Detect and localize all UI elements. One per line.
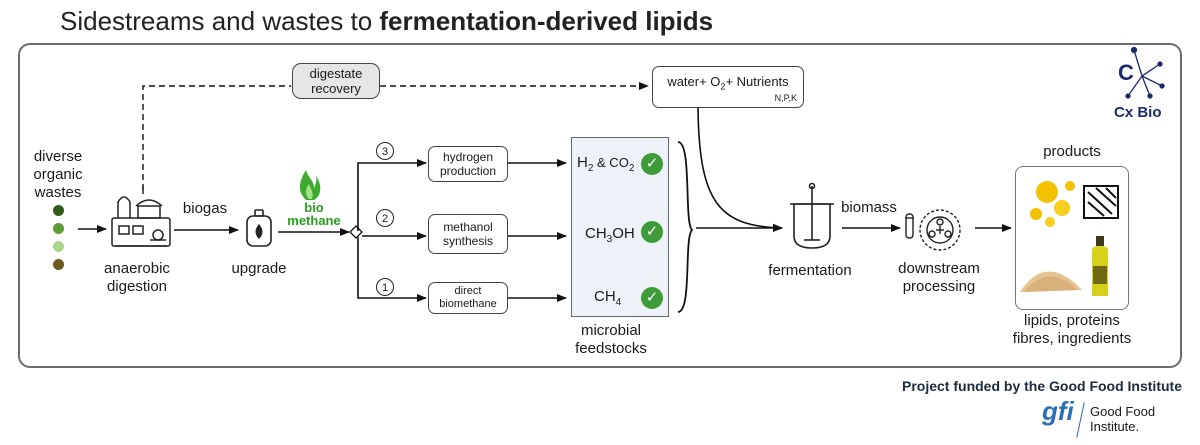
splitter-diamond [349,225,363,239]
gfi-logo-mark: gfi [1042,396,1074,426]
fibres-icon [1083,185,1119,219]
nutrients-plus-text: + Nutrients [725,74,789,89]
route-number-2: 2 [376,209,394,227]
page-title: Sidestreams and wastes to fermentation-d… [60,6,714,36]
arrow-nutrients [697,101,783,232]
direct-biomethane-box: direct biomethane [428,282,508,314]
gfi-name: Good Food Institute. [1090,404,1156,434]
protein-powder-icon [1020,271,1082,292]
cx-logo-mark: C [1118,60,1134,85]
digestion-label: anaerobic digestion [104,260,170,295]
funding-text: Project funded by the Good Food Institut… [902,378,1182,394]
methanol-synthesis-box: methanol synthesis [428,214,508,254]
biomethane-label: bio methane [282,201,346,227]
branch-3 [357,159,427,231]
dashed-digestate-line [142,85,291,190]
lipid-droplets-icon [1030,181,1075,227]
products-title: products [1043,143,1101,160]
npk-label: N,P,K [774,92,797,103]
check-icon: ✓ [641,153,663,175]
wastes-label: diverse organic wastes [33,148,83,201]
diagram-frame [18,43,1182,368]
products-caption: lipids, proteins fibres, ingredients [1012,312,1132,347]
feedstock-h2-co2: H2 & CO2 [577,154,635,174]
cx-bio-brand: Cx Bio [1114,104,1162,121]
feedstocks-caption: microbial feedstocks [575,322,647,357]
nutrients-water-text: water+ O [667,74,721,89]
feedstocks-brace [677,141,694,313]
waste-dot-green [53,223,64,234]
biomethane-line1: bio [304,200,324,215]
check-icon: ✓ [641,221,663,243]
oil-bottle-icon [1092,236,1108,296]
waste-dot-light-green [53,241,64,252]
biomethane-line2: methane [287,213,341,228]
route-number-1: 1 [376,278,394,296]
branch-1 [357,236,427,302]
downstream-label: downstream processing [898,260,980,295]
digestate-recovery-box: digestate recovery [292,63,380,99]
biogas-label: biogas [182,200,228,217]
feedstock-methanol: CH3OH [585,225,635,245]
upgrade-label: upgrade [231,260,287,277]
fermentation-label: fermentation [768,262,852,279]
hydrogen-production-box: hydrogen production [428,146,508,182]
waste-dot-brown [53,259,64,270]
waste-dot-dark-green [53,205,64,216]
check-icon: ✓ [641,287,663,309]
feedstock-methane: CH4 [594,288,622,308]
o2-subscript: 2 [720,81,726,92]
biomass-label: biomass [841,199,897,216]
route-number-3: 3 [376,142,394,160]
nutrients-box: water+ O2+ Nutrients N,P,K [652,66,804,108]
